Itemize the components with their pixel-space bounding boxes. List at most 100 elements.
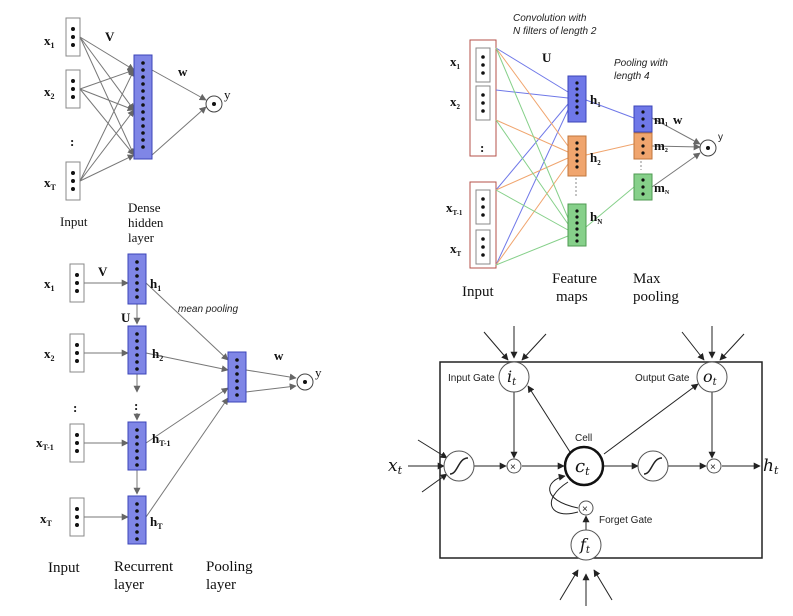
- cnn-output-label: y: [718, 132, 723, 143]
- rnn-output-node: [296, 373, 314, 391]
- cnn-pooled-label-N: mN: [654, 180, 670, 196]
- cnn-note-conv-1: Convolution with: [513, 13, 587, 24]
- rnn-input-T-1: [69, 423, 85, 463]
- cnn-pooled-label-1: m1: [654, 112, 668, 128]
- rnn-hidden-label-T: hT: [150, 514, 163, 531]
- rnn-mean-pooling-annotation: mean pooling: [178, 304, 238, 315]
- cnn-input-1: [475, 47, 491, 83]
- cnn-input-T-1: [475, 189, 491, 225]
- dense-input-2: [65, 69, 81, 109]
- rnn-input-label-1: x1: [44, 276, 55, 293]
- rnn-hidden-1: [127, 253, 147, 305]
- rnn-label-recurrent-2: layer: [114, 577, 144, 593]
- rnn-input-1: [69, 263, 85, 303]
- cnn-network: Convolution with N filters of length 2 P…: [446, 13, 723, 305]
- lstm-frame: [439, 361, 763, 559]
- cnn-connections: [495, 47, 701, 266]
- cnn-input-T: [475, 229, 491, 265]
- rnn-hidden-T: [127, 495, 147, 545]
- lstm-input-squash: [443, 450, 475, 482]
- svg-text:ft: ft: [579, 535, 591, 556]
- cnn-input-label-T-1: xT-1: [446, 200, 463, 217]
- lstm-input-gate-label: Input Gate: [448, 373, 495, 384]
- cnn-feature-map-N: [567, 203, 587, 247]
- cnn-feature-label-2: h2: [590, 150, 601, 167]
- dense-input-label-1: x1: [44, 33, 55, 50]
- cnn-input-group-top: [469, 39, 497, 157]
- rnn-hidden-T-1: [127, 421, 147, 471]
- cnn-label-max-1: Max: [633, 271, 661, 287]
- lstm-cell-label: Cell: [575, 433, 592, 444]
- rnn-weight-w: w: [274, 348, 284, 363]
- rnn-hidden-label-T-1: hT-1: [152, 431, 171, 448]
- rnn-input-label-T-1: xT-1: [36, 435, 54, 452]
- cnn-note-pool-2: length 4: [614, 71, 650, 82]
- cnn-feature-label-N: hN: [590, 209, 602, 226]
- dense-input-1: [65, 17, 81, 57]
- cnn-input-label-1: x1: [450, 54, 461, 71]
- lstm-output-squash: [637, 450, 669, 482]
- rnn-input-ellipsis: :: [73, 400, 77, 415]
- rnn-hidden-ellipsis: :: [134, 398, 138, 413]
- rnn-label-input: Input: [48, 560, 80, 576]
- lstm-output-gate: ot: [696, 361, 728, 393]
- cnn-input-2: [475, 85, 491, 121]
- rnn-label-pooling-1: Pooling: [206, 559, 253, 575]
- rnn-weight-v: V: [98, 264, 108, 279]
- rnn-hidden-label-1: h1: [150, 276, 161, 293]
- rnn-label-pooling-2: layer: [206, 577, 236, 593]
- cnn-pooled-N: [633, 173, 653, 201]
- lstm-cell-diagram: it Input Gate ot Output Gate ft Forget G…: [388, 326, 779, 606]
- cnn-label-max-2: pooling: [633, 289, 679, 305]
- dense-label-hidden-1: Dense: [128, 200, 161, 215]
- dense-input-T: [65, 161, 81, 201]
- cnn-label-feature-1: Feature: [552, 271, 597, 287]
- cnn-input-group-bottom: [469, 181, 497, 269]
- rnn-label-recurrent-1: Recurrent: [114, 559, 174, 575]
- rnn-pooling-layer: [227, 351, 247, 403]
- cnn-feature-map-2: [567, 135, 587, 177]
- lstm-cell-state: ct: [563, 445, 605, 487]
- dense-output-node: [205, 95, 223, 113]
- svg-text:ct: ct: [575, 456, 590, 478]
- cnn-label-feature-2: maps: [556, 289, 588, 305]
- rnn-input-arrows: [84, 279, 297, 521]
- lstm-output-multiply: ×: [706, 458, 722, 474]
- rnn-input-label-2: x2: [44, 346, 55, 363]
- rnn-network: x1 x2 xT-1 xT : V U : w mean pooling: [36, 253, 322, 593]
- cnn-weight-u: U: [542, 50, 552, 65]
- lstm-output-h: ht: [763, 456, 779, 477]
- cnn-note-pool-1: Pooling with: [614, 58, 668, 69]
- cnn-pooled-2: [633, 132, 653, 160]
- cnn-weight-w: w: [673, 112, 683, 127]
- rnn-hidden-label-2: h2: [152, 346, 163, 363]
- svg-text:ot: ot: [703, 367, 718, 388]
- svg-text:×: ×: [582, 504, 588, 515]
- cnn-note-conv-2: N filters of length 2: [513, 26, 597, 37]
- rnn-hidden-2: [127, 325, 147, 375]
- cnn-label-input: Input: [462, 284, 494, 300]
- cnn-pooled-1: [633, 105, 653, 133]
- rnn-input-T: [69, 497, 85, 537]
- dense-weight-w: w: [178, 64, 188, 79]
- lstm-forget-gate: ft: [570, 529, 602, 561]
- dense-connections: [79, 36, 207, 182]
- lstm-input-x: xt: [388, 456, 403, 477]
- cnn-feature-label-1: h1: [590, 92, 601, 109]
- dense-hidden-layer: [133, 54, 153, 160]
- lstm-output-gate-label: Output Gate: [635, 373, 690, 384]
- dense-label-hidden-3: layer: [128, 230, 155, 245]
- svg-text:it: it: [507, 367, 517, 388]
- cnn-pooled-label-2: m2: [654, 138, 668, 154]
- dense-weight-v: V: [105, 29, 115, 44]
- dense-network: x1 x2 xT : V w: [44, 17, 231, 245]
- dense-input-label-T: xT: [44, 175, 57, 192]
- rnn-input-2: [69, 333, 85, 373]
- rnn-output-label: y: [315, 365, 322, 380]
- cnn-input-label-2: x2: [450, 94, 461, 111]
- dense-label-input: Input: [60, 214, 88, 229]
- rnn-input-label-T: xT: [40, 511, 53, 528]
- dense-output-label: y: [224, 87, 231, 102]
- rnn-weight-u: U: [121, 310, 131, 325]
